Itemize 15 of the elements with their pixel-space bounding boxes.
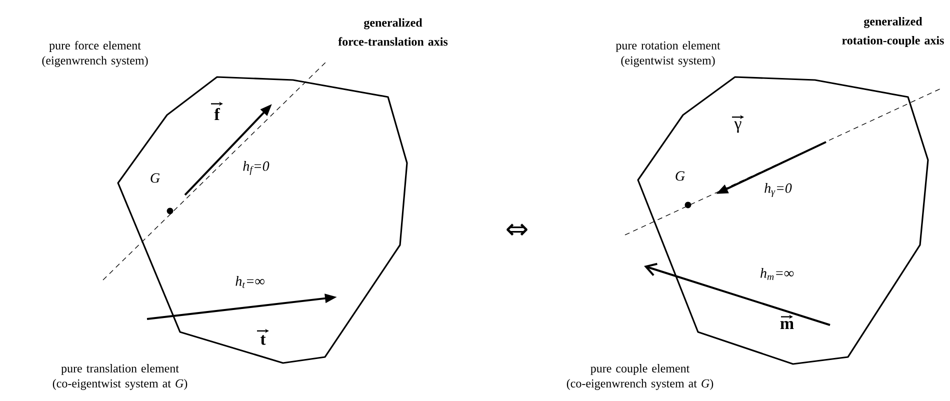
math-label: h$_{f}$=0 [243,161,270,175]
math-label: h$_{m}$=∞ [760,268,794,280]
caption-text: pure force element (eigenwrench system) [42,40,148,68]
math-label: h$_{t}$=∞ [236,276,264,288]
axis-title: generalized force-translation axis [338,18,448,46]
body-outline [117,76,408,364]
caption-text: pure rotation element (eigentwist system) [616,41,720,67]
axis-title: generalized rotation-couple axis [842,17,944,47]
caption-text: pure couple element (co-eigenwrench system at G) [566,364,714,390]
body-outline [637,76,929,365]
caption-text: pure translation element (co-eigentwist system at G) [52,364,188,390]
math-label: G [150,173,160,183]
math-label: h$_{γ}$=0 [764,183,792,197]
math-label: G [676,171,685,181]
equivalence-symbol: ⇔ [506,224,528,236]
